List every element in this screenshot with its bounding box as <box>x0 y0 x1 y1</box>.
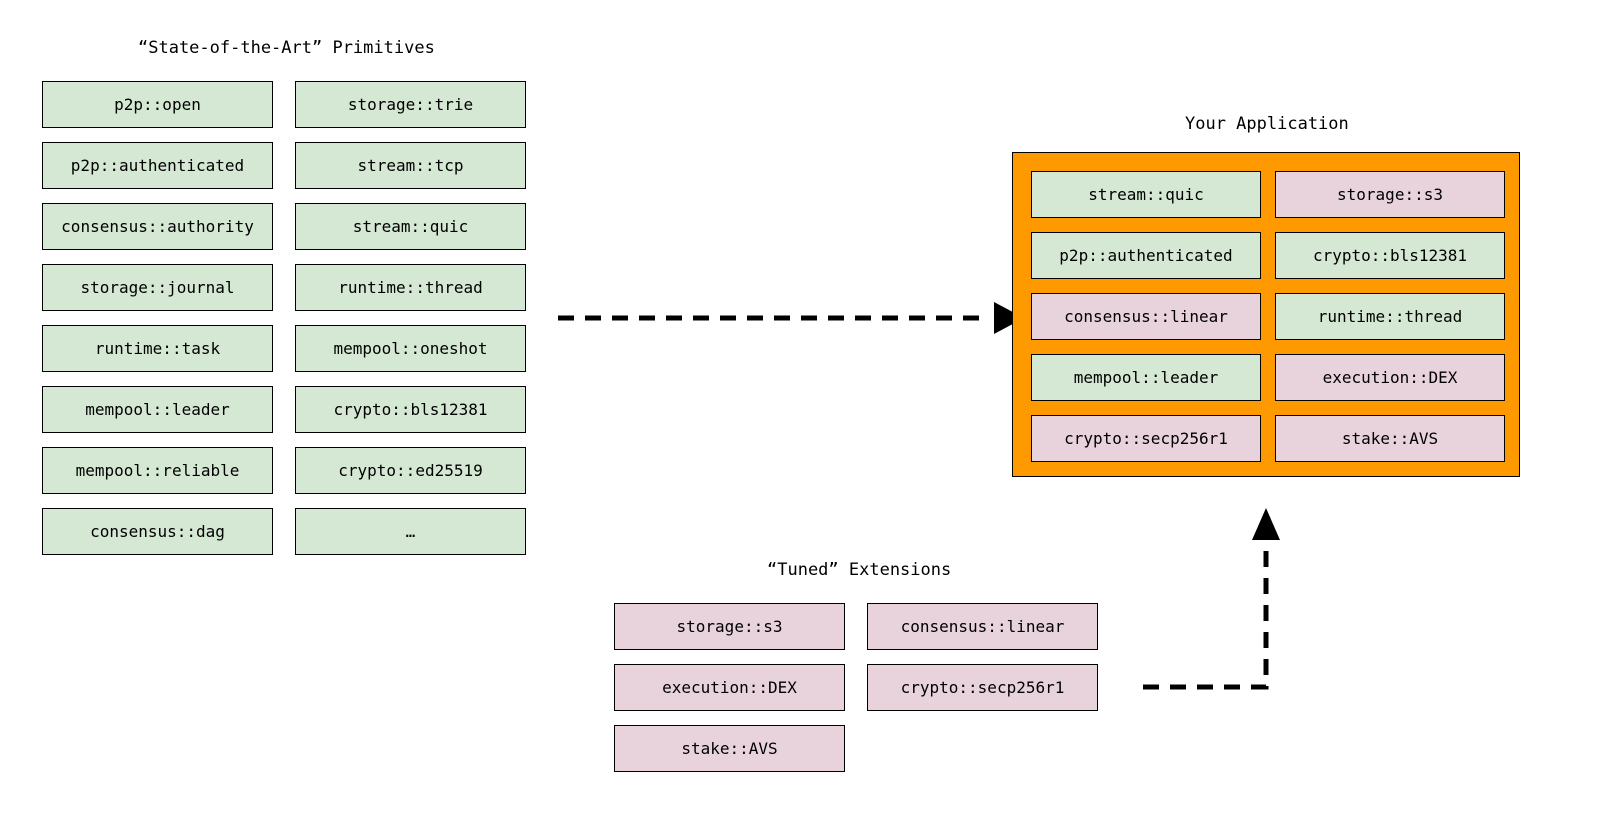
application-section-title: Your Application <box>1185 114 1349 134</box>
application-chip: runtime::thread <box>1275 293 1505 340</box>
primitive-chip: storage::trie <box>295 81 526 128</box>
extension-chip: stake::AVS <box>614 725 845 772</box>
application-chip: execution::DEX <box>1275 354 1505 401</box>
extensions-panel: storage::s3 execution::DEX stake::AVS co… <box>614 603 1098 772</box>
primitive-chip: p2p::open <box>42 81 273 128</box>
application-chip: crypto::bls12381 <box>1275 232 1505 279</box>
primitive-chip: consensus::authority <box>42 203 273 250</box>
primitive-chip: … <box>295 508 526 555</box>
application-chip: crypto::secp256r1 <box>1031 415 1261 462</box>
application-chip: p2p::authenticated <box>1031 232 1261 279</box>
primitive-chip: stream::tcp <box>295 142 526 189</box>
primitive-chip: consensus::dag <box>42 508 273 555</box>
application-chip: consensus::linear <box>1031 293 1261 340</box>
arrow-primitives-to-application <box>558 302 1024 334</box>
primitive-chip: crypto::ed25519 <box>295 447 526 494</box>
primitive-chip: mempool::leader <box>42 386 273 433</box>
arrow-extensions-to-application <box>1143 508 1280 690</box>
extension-chip: storage::s3 <box>614 603 845 650</box>
application-chip: stake::AVS <box>1275 415 1505 462</box>
primitive-chip: mempool::oneshot <box>295 325 526 372</box>
primitive-chip: runtime::task <box>42 325 273 372</box>
extension-chip: consensus::linear <box>867 603 1098 650</box>
application-chip: mempool::leader <box>1031 354 1261 401</box>
arrow-head-icon <box>1252 508 1280 540</box>
primitives-panel: p2p::open p2p::authenticated consensus::… <box>42 81 526 556</box>
primitive-chip: crypto::bls12381 <box>295 386 526 433</box>
extension-chip: crypto::secp256r1 <box>867 664 1098 711</box>
primitive-chip: p2p::authenticated <box>42 142 273 189</box>
primitive-chip: mempool::reliable <box>42 447 273 494</box>
application-chip: storage::s3 <box>1275 171 1505 218</box>
extensions-section-title: “Tuned” Extensions <box>767 560 952 580</box>
primitive-chip: storage::journal <box>42 264 273 311</box>
primitive-chip: stream::quic <box>295 203 526 250</box>
arrow-head-icon <box>994 302 1024 334</box>
dashed-elbow-line <box>1143 530 1269 690</box>
application-chip: stream::quic <box>1031 171 1261 218</box>
application-container: stream::quic p2p::authenticated consensu… <box>1012 152 1520 477</box>
primitives-section-title: “State-of-the-Art” Primitives <box>138 38 435 58</box>
extension-chip: execution::DEX <box>614 664 845 711</box>
primitive-chip: runtime::thread <box>295 264 526 311</box>
